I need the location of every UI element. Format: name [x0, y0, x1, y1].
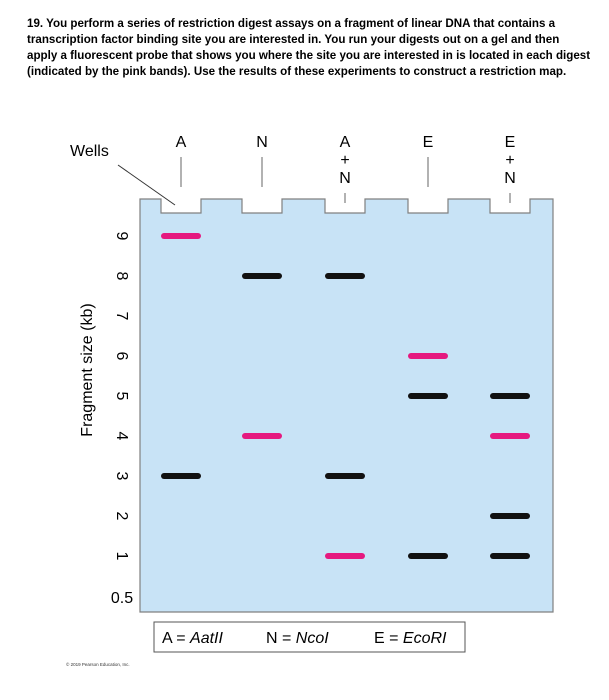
wells-pointer [117, 164, 176, 206]
enzyme-key: A = AatII N = NcoI E = EcoRI [153, 621, 466, 653]
tick-label: 8 [113, 272, 130, 281]
tick-label: 4 [113, 432, 130, 441]
copyright-text: © 2019 Pearson Education, Inc. [66, 662, 130, 667]
tick-label: 6 [113, 352, 130, 361]
enzyme-key-entry: E = EcoRI [374, 630, 447, 647]
enzyme-key-entry: A = AatII [162, 630, 223, 647]
lane-4: E [408, 134, 448, 559]
tick-label: 3 [113, 472, 130, 481]
enzyme-key-box [153, 621, 466, 653]
tick-label: 0.5 [111, 590, 133, 607]
lane-label: A [176, 134, 187, 151]
lane-label: N [256, 134, 268, 151]
question-text: 19. You perform a series of restriction … [27, 17, 591, 78]
gel-body [139, 198, 554, 613]
lane-label: N [339, 170, 351, 187]
tick-label: 9 [113, 232, 130, 241]
lane-2: N [242, 134, 282, 439]
lane-label: E [505, 134, 516, 151]
tick-label: 7 [113, 312, 130, 321]
lane-3: A+N [325, 134, 365, 559]
y-axis-label: Fragment size (kb) [79, 303, 96, 436]
tick-label: 1 [113, 552, 130, 561]
tick-labels: 9 8 7 6 5 4 3 2 1 0.5 [111, 232, 133, 607]
lane-label: + [505, 152, 514, 169]
lane-label: A [340, 134, 351, 151]
lane-label: + [340, 152, 349, 169]
lane-1: A [161, 134, 201, 479]
lane-label: N [504, 170, 516, 187]
gel [139, 198, 554, 613]
enzyme-key-entry: N = NcoI [266, 630, 329, 647]
tick-label: 5 [113, 392, 130, 401]
tick-label: 2 [113, 512, 130, 521]
lane-5: E+N [490, 134, 530, 559]
lane-label: E [423, 134, 434, 151]
wells-label: Wells [70, 143, 109, 160]
